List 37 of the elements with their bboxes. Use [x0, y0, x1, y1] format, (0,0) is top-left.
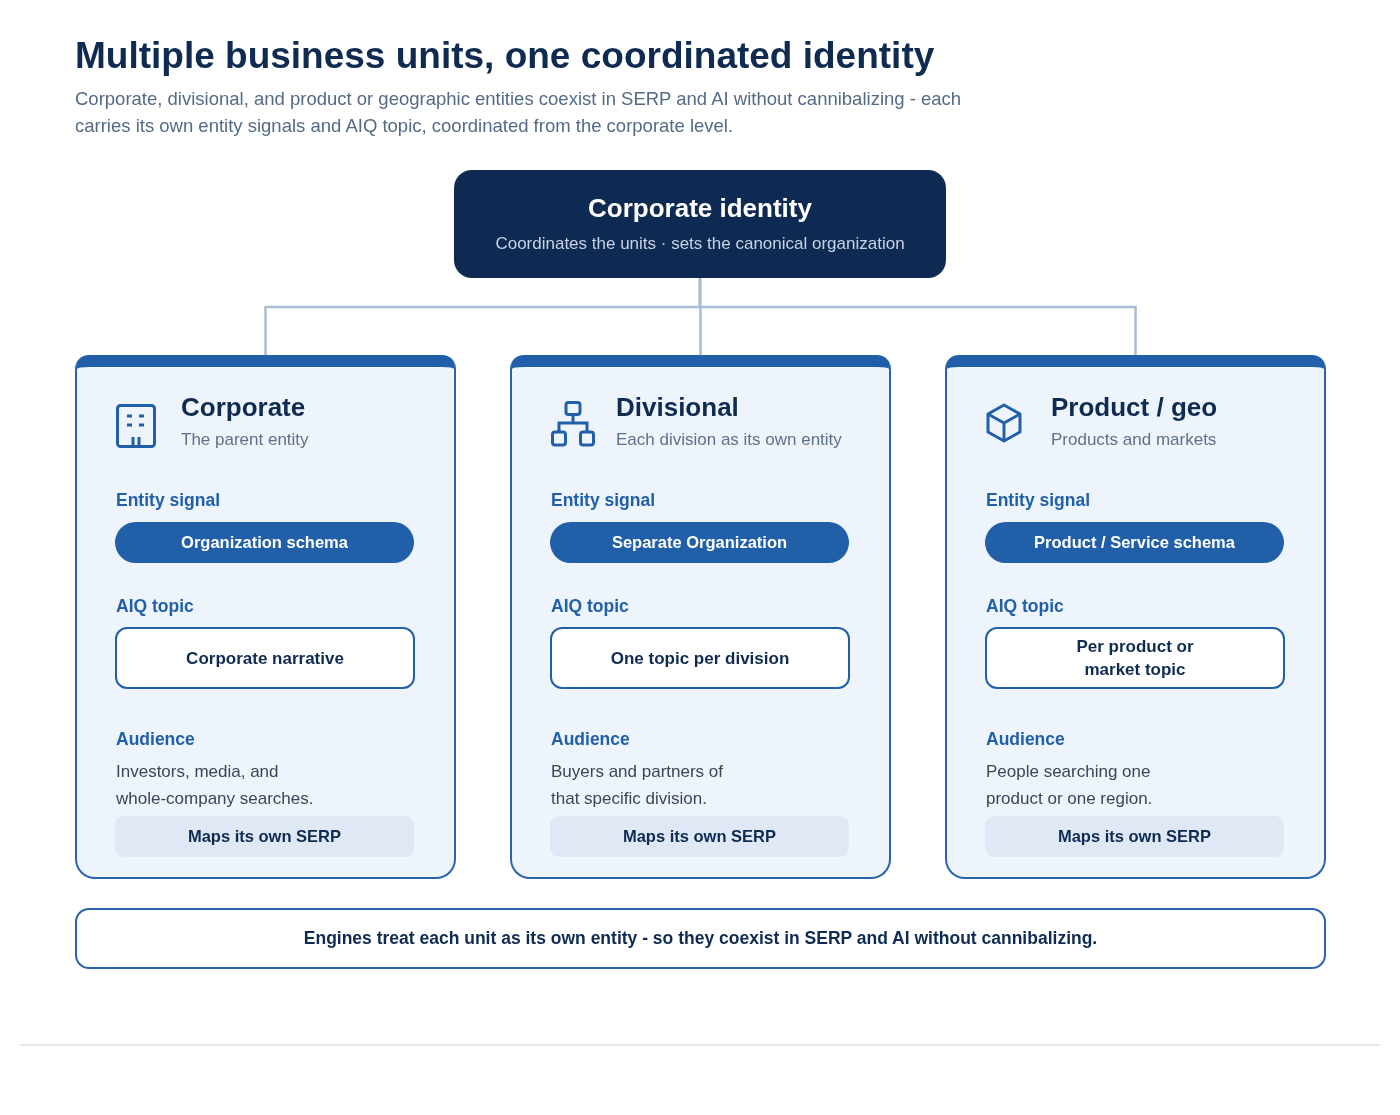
serp-tag: Maps its own SERP — [550, 816, 849, 857]
card-subtitle: Each division as its own entity — [616, 429, 842, 451]
unit-card — [75, 355, 456, 879]
section-label: Audience — [116, 728, 195, 750]
signal-pill: Separate Organization — [550, 522, 849, 563]
audience-text: Buyers and partners of that specific division. — [551, 761, 724, 810]
hub-title: Corporate identity — [588, 192, 812, 224]
serp-tag: Maps its own SERP — [985, 816, 1284, 857]
signal-pill: Organization schema — [115, 522, 414, 563]
unit-card — [510, 355, 891, 879]
section-label: Entity signal — [986, 489, 1091, 511]
subtitle-text: Corporate, divisional, and product or geographic entities coexist in SERP and AI without cannibalizing - each carries its own entity signals and AIQ topic, coordinated from the corporate level. — [75, 87, 963, 138]
section-label: Audience — [551, 728, 630, 750]
unit-card — [945, 355, 1326, 879]
topic-box: Per product or market topic — [985, 627, 1285, 689]
signal-pill: Product / Service schema — [985, 522, 1284, 563]
hub-subtitle: Coordinates the units · sets the canonical organization — [495, 233, 905, 255]
section-label: AIQ topic — [116, 595, 194, 617]
serp-tag: Maps its own SERP — [115, 816, 414, 857]
connector-line — [698, 278, 1137, 355]
section-label: AIQ topic — [551, 595, 629, 617]
topic-box: Corporate narrative — [115, 627, 415, 689]
card-subtitle: The parent entity — [181, 429, 309, 451]
section-label: Entity signal — [551, 489, 656, 511]
topic-box: One topic per division — [550, 627, 850, 689]
card-title: Product / geo — [1051, 392, 1218, 423]
section-label: Entity signal — [116, 489, 221, 511]
summary-banner: Engines treat each unit as its own entity - so they coexist in SERP and AI without cannibalizing. — [75, 908, 1326, 969]
section-label: Audience — [986, 728, 1065, 750]
diagram-title: Multiple business units, one coordinated identity — [75, 34, 935, 78]
card-subtitle: Products and markets — [1051, 429, 1217, 451]
audience-text: Investors, media, and whole-company searches. — [116, 761, 315, 810]
hub-box — [454, 170, 946, 278]
card-title: Divisional — [616, 392, 739, 423]
section-label: AIQ topic — [986, 595, 1064, 617]
audience-text: People searching one product or one region. — [986, 761, 1154, 810]
card-title: Corporate — [181, 392, 306, 423]
